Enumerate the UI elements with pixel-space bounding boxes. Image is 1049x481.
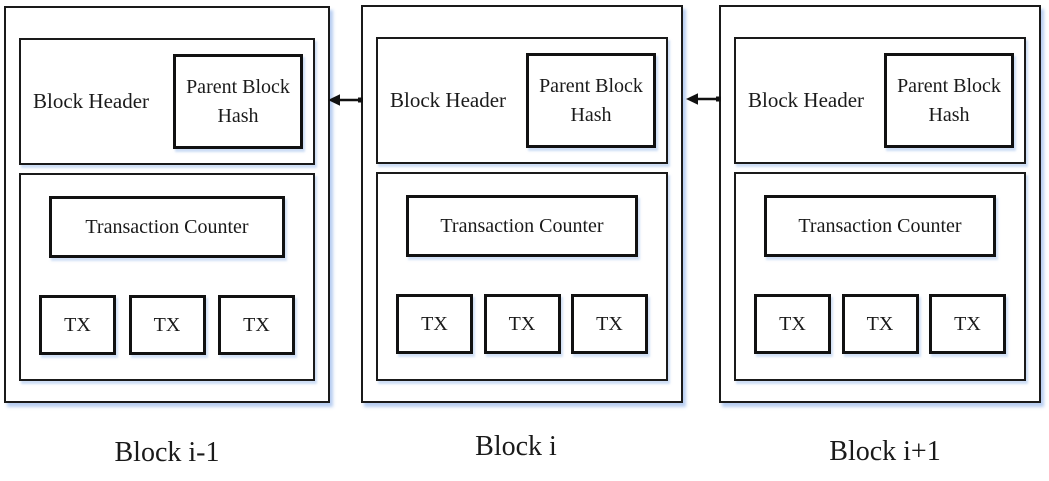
parent-block-hash-label: Parent Block Hash [539, 74, 643, 126]
tx-box: TX [754, 294, 831, 354]
tx-box: TX [218, 295, 295, 355]
parent-block-hash-label: Parent Block Hash [186, 75, 290, 127]
block-i: Block Header Parent Block Hash Transacti… [361, 5, 683, 403]
transaction-counter-box: Transaction Counter [406, 195, 638, 257]
tx-row: TX TX TX [396, 294, 648, 354]
block-label-i-1: Block i-1 [114, 437, 220, 468]
left-arrow-icon [685, 90, 721, 108]
block-header-label: Block Header [33, 89, 150, 113]
block-header-box: Block Header Parent Block Hash [376, 37, 668, 164]
block-header-box: Block Header Parent Block Hash [19, 38, 315, 165]
tx-label: TX [954, 312, 981, 335]
tx-box: TX [483, 294, 561, 354]
left-arrow-icon [327, 91, 363, 109]
tx-box: TX [128, 295, 206, 355]
block-i-plus-1: Block Header Parent Block Hash Transacti… [719, 5, 1041, 403]
tx-row: TX TX TX [39, 295, 295, 355]
tx-label: TX [866, 312, 894, 335]
tx-label: TX [243, 313, 270, 336]
tx-label: TX [153, 313, 181, 336]
transaction-counter-box: Transaction Counter [49, 196, 285, 258]
transaction-counter-box: Transaction Counter [764, 195, 996, 257]
parent-block-hash-box: Parent Block Hash [173, 54, 303, 149]
tx-box: TX [39, 295, 116, 355]
block-header-label: Block Header [390, 88, 507, 112]
tx-box: TX [571, 294, 648, 354]
tx-label: TX [421, 312, 448, 335]
transaction-counter-label: Transaction Counter [85, 215, 249, 238]
tx-label: TX [64, 313, 91, 336]
tx-box: TX [929, 294, 1006, 354]
block-label-i: Block i [475, 431, 557, 462]
tx-label: TX [779, 312, 806, 335]
tx-row: TX TX TX [754, 294, 1006, 354]
transaction-counter-label: Transaction Counter [440, 214, 604, 237]
block-i-1: Block Header Parent Block Hash Transacti… [4, 6, 330, 403]
block-body-box: Transaction Counter TX TX TX [19, 173, 315, 381]
block-header-label: Block Header [748, 88, 865, 112]
tx-box: TX [396, 294, 473, 354]
block-body-box: Transaction Counter TX TX TX [376, 172, 668, 381]
block-header-box: Block Header Parent Block Hash [734, 37, 1026, 164]
parent-block-hash-box: Parent Block Hash [884, 53, 1014, 148]
parent-block-hash-box: Parent Block Hash [526, 53, 656, 148]
block-label-i-plus-1: Block i+1 [829, 436, 941, 467]
transaction-counter-label: Transaction Counter [798, 214, 962, 237]
block-body-box: Transaction Counter TX TX TX [734, 172, 1026, 381]
tx-label: TX [508, 312, 536, 335]
parent-block-hash-label: Parent Block Hash [897, 74, 1001, 126]
tx-box: TX [841, 294, 919, 354]
tx-label: TX [596, 312, 623, 335]
